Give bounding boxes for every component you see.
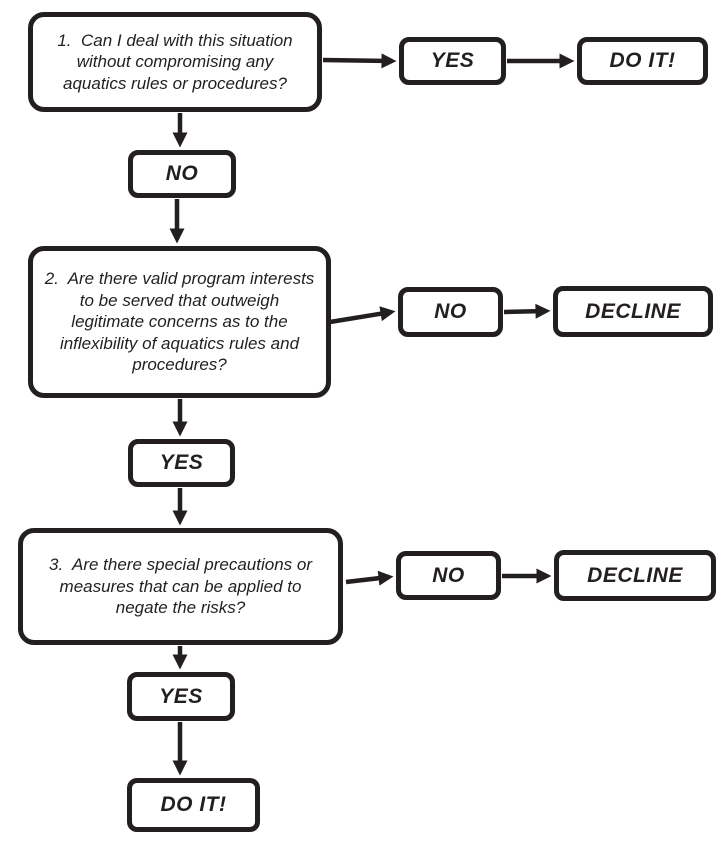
question-3-line: measures that can be applied to [59, 576, 302, 596]
yes-box-3: YES [127, 672, 235, 721]
decline-box-1: DECLINE [553, 286, 713, 337]
yes-box-2: YES [128, 439, 235, 487]
decline-box-2: DECLINE [554, 550, 716, 601]
question-1-line: aquatics rules or procedures? [63, 73, 287, 93]
do-it-box-2: DO IT! [127, 778, 260, 832]
question-1-line: 1. Can I deal with this situation [57, 30, 293, 50]
question-2-line: 2. Are there valid program interests [44, 269, 315, 289]
question-1-box: 1. Can I deal with this situation withou… [28, 12, 322, 112]
arrow-q3-to-no [345, 570, 394, 586]
no-box-3: NO [396, 551, 501, 600]
yes-box-1: YES [399, 37, 506, 85]
arrow-q1-to-yes [322, 53, 397, 69]
question-2-line: inflexibility of aquatics rules and [59, 333, 300, 353]
question-2-line: procedures? [132, 355, 227, 375]
question-2-box: 2. Are there valid program interests to … [28, 246, 331, 398]
question-2-line: legitimate concerns as to the [71, 312, 288, 332]
question-2-line: to be served that outweigh [79, 290, 280, 310]
do-it-box-1: DO IT! [577, 37, 708, 85]
question-3-line: negate the risks? [115, 598, 246, 618]
question-3-line: 3. Are there special precautions or [48, 555, 312, 575]
arrow-no-to-decline-1 [503, 303, 551, 319]
question-1-line: without compromising any [76, 52, 274, 72]
no-box-2: NO [398, 287, 503, 337]
no-box-1: NO [128, 150, 236, 198]
arrow-q2-to-no [329, 306, 396, 325]
question-3-box: 3. Are there special precautions or meas… [18, 528, 343, 645]
